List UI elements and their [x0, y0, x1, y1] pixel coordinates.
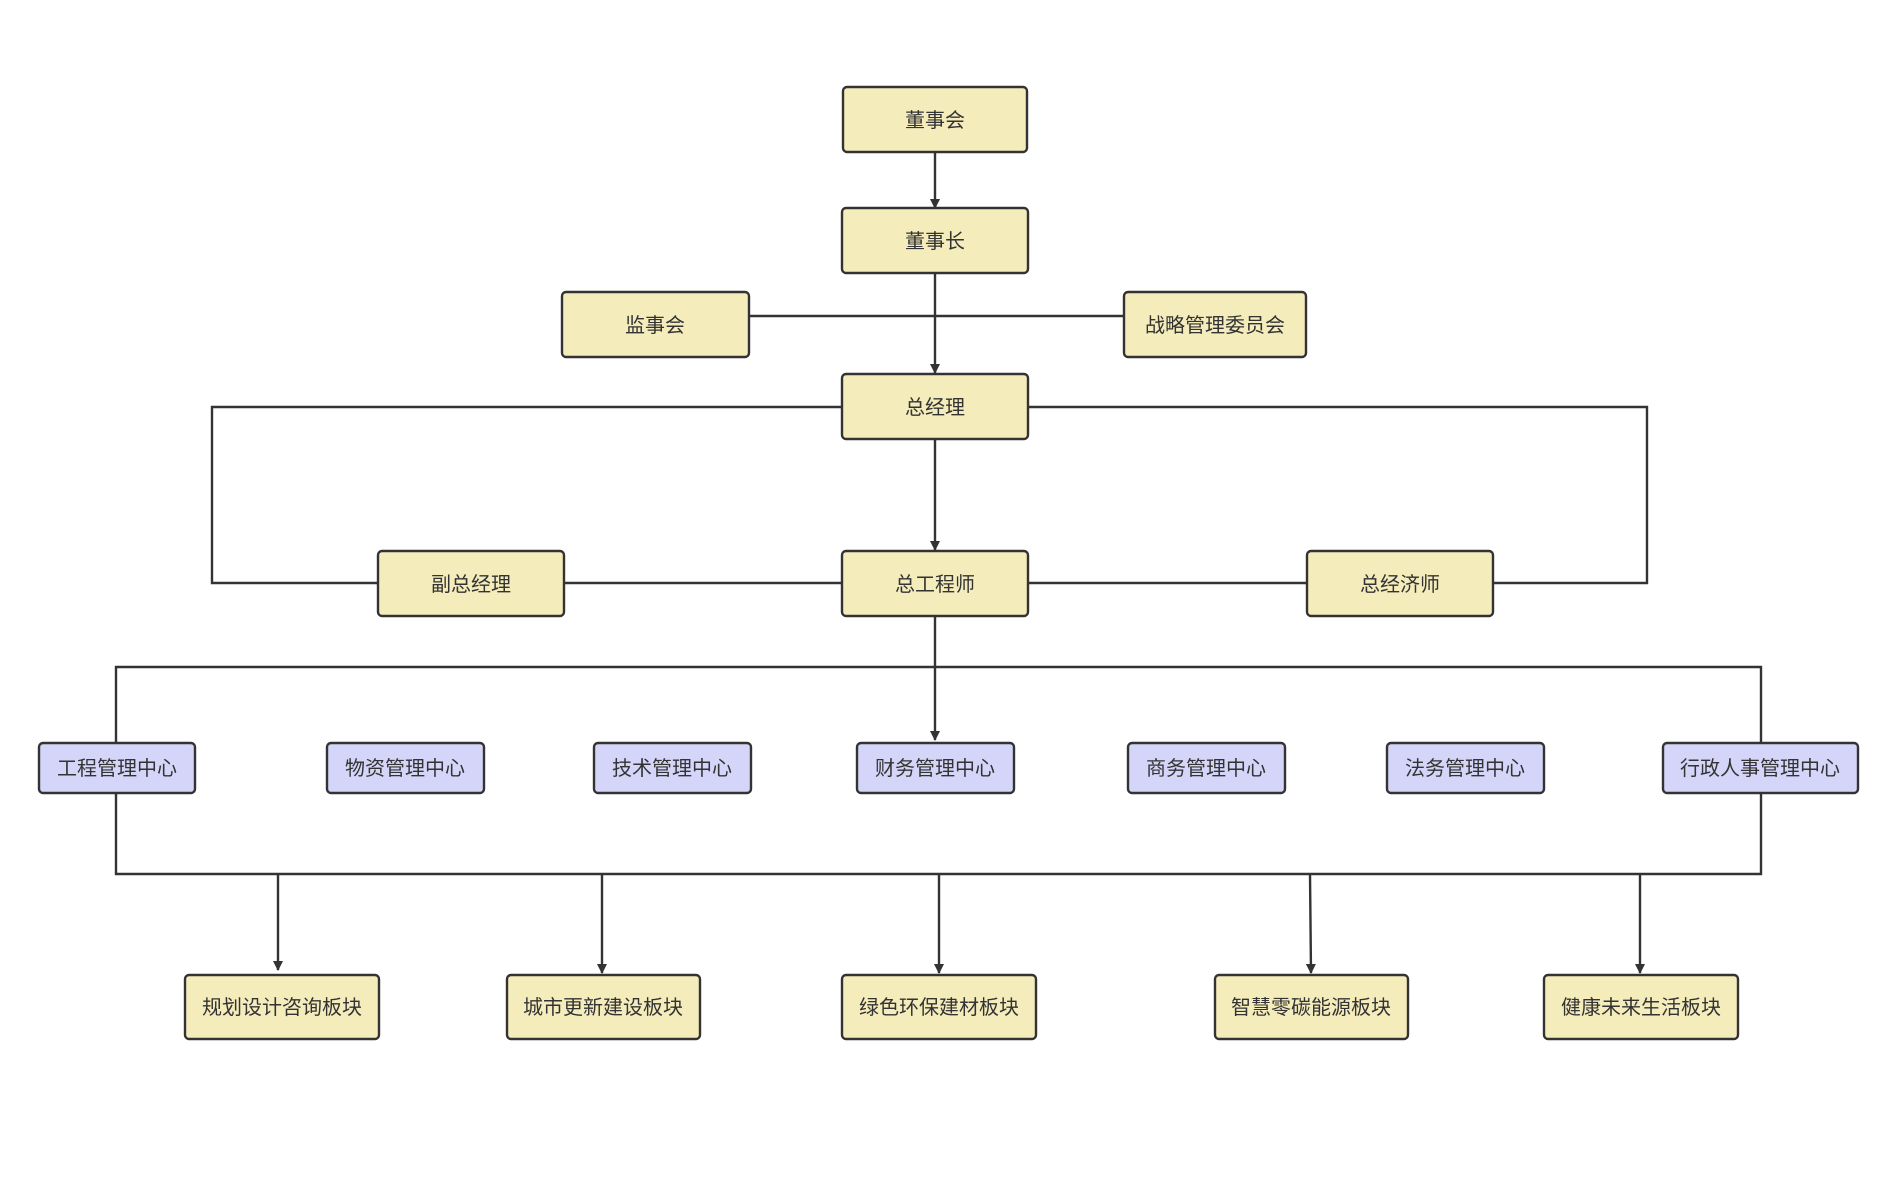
node-center-admin-hr-label: 行政人事管理中心	[1680, 756, 1840, 780]
node-center-legal-label: 法务管理中心	[1405, 756, 1525, 780]
node-sector-smart-energy: 智慧零碳能源板块	[1213, 973, 1410, 1041]
node-sector-healthy-living: 健康未来生活板块	[1542, 973, 1740, 1041]
node-center-admin-hr: 行政人事管理中心	[1661, 741, 1860, 795]
node-chairman: 董事长	[840, 206, 1030, 275]
node-sector-green-materials-label: 绿色环保建材板块	[859, 995, 1019, 1019]
edge-to-sector-4	[1305, 873, 1316, 974]
node-center-finance-label: 财务管理中心	[875, 756, 995, 780]
node-center-legal: 法务管理中心	[1385, 741, 1546, 795]
connectors	[114, 152, 1763, 974]
node-sector-urban-renewal-label: 城市更新建设板块	[523, 995, 683, 1019]
node-sector-urban-renewal: 城市更新建设板块	[505, 973, 702, 1041]
node-center-technology-label: 技术管理中心	[612, 756, 732, 780]
edge-gm-economist-loop	[1028, 405, 1649, 585]
node-center-technology: 技术管理中心	[592, 741, 753, 795]
node-chief-engineer: 总工程师	[840, 549, 1030, 618]
node-center-finance: 财务管理中心	[855, 741, 1016, 795]
edge-gm-deputy-loop	[210, 405, 842, 585]
edge-centers-top-bracket	[114, 665, 1763, 743]
node-general-manager-label: 总经理	[905, 395, 965, 419]
edge-centers-bottom-bracket	[114, 793, 1763, 876]
node-board-of-directors: 董事会	[841, 85, 1029, 154]
node-center-commerce-label: 商务管理中心	[1146, 756, 1266, 780]
node-deputy-general-manager: 副总经理	[376, 549, 566, 618]
node-center-engineering: 工程管理中心	[37, 741, 197, 795]
node-sector-smart-energy-label: 智慧零碳能源板块	[1231, 995, 1391, 1019]
node-general-manager: 总经理	[840, 372, 1030, 441]
node-board-of-supervisors-label: 监事会	[625, 313, 685, 337]
node-deputy-general-manager-label: 副总经理	[431, 572, 511, 596]
node-board-of-supervisors: 监事会	[560, 290, 751, 359]
node-sector-green-materials: 绿色环保建材板块	[840, 973, 1038, 1041]
node-sector-planning-label: 规划设计咨询板块	[202, 995, 362, 1019]
node-center-materials-label: 物资管理中心	[345, 756, 465, 780]
node-chief-economist-label: 总经济师	[1360, 572, 1440, 596]
node-strategy-committee-label: 战略管理委员会	[1145, 313, 1285, 337]
node-chairman-label: 董事长	[905, 229, 965, 253]
node-chief-engineer-label: 总工程师	[895, 572, 975, 596]
node-center-engineering-label: 工程管理中心	[57, 756, 177, 780]
node-strategy-committee: 战略管理委员会	[1122, 290, 1308, 359]
node-sector-healthy-living-label: 健康未来生活板块	[1561, 995, 1721, 1019]
node-chief-economist: 总经济师	[1305, 549, 1495, 618]
node-center-materials: 物资管理中心	[325, 741, 486, 795]
node-board-of-directors-label: 董事会	[905, 108, 965, 132]
node-center-commerce: 商务管理中心	[1126, 741, 1287, 795]
node-sector-planning: 规划设计咨询板块	[183, 973, 381, 1041]
